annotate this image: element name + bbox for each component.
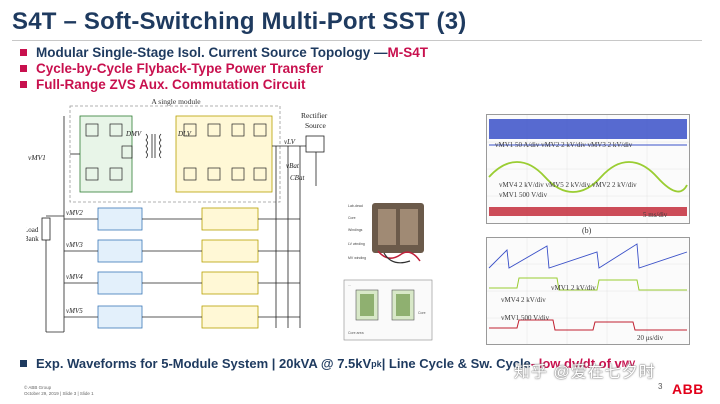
bottom-bullet-tail-sub: MV <box>621 358 636 369</box>
footer-line-2: October 29, 2019 | Slide 3 | Slide 1 <box>24 391 94 396</box>
single-module-box <box>69 105 281 203</box>
waveform-line-cycle: vMV1 50 A/div vMV2 2 kV/div vMV3 2 kV/di… <box>486 114 690 224</box>
vmv3-label: vMV3 <box>66 241 83 249</box>
bottom-bullet-sub: pk <box>371 358 382 369</box>
bottom-bullet: Exp. Waveforms for 5-Module System | 20k… <box>20 356 635 371</box>
watermark-text: 知乎 @爱在七夕时 <box>514 364 656 381</box>
bullet-square-icon <box>20 48 27 56</box>
bullet-text: Full-Range ZVS Aux. Commutation Circuit <box>36 76 306 92</box>
bullet-accent: M-S4T <box>387 44 429 60</box>
waveform-switching-cycle-plot <box>487 238 689 344</box>
bullet-list: Modular Single-Stage Isol. Current Sourc… <box>20 44 428 92</box>
load-bank-label-2: Bank <box>26 235 39 243</box>
bullet-item-topology: Modular Single-Stage Isol. Current Sourc… <box>20 44 428 60</box>
wave-bottom-label-3: vMV1 500 V/div <box>501 314 550 322</box>
transformer-icon <box>145 133 162 159</box>
waveform-switching-cycle: vMV1 2 kV/div vMV4 2 kV/div vMV1 500 V/d… <box>486 237 690 345</box>
photo-label-2: Core <box>348 216 356 220</box>
wave-caption-b: (b) <box>582 226 592 235</box>
photo-label-1: Lab-dead <box>348 204 363 208</box>
wave-top-label-2: vMV4 2 kV/div vMV5 2 kV/div vMV2 2 kV/di… <box>499 181 637 189</box>
module-4 <box>64 271 300 295</box>
title-divider <box>12 40 702 41</box>
module-3 <box>64 239 300 263</box>
vmv1-label: vMV1 <box>28 153 46 162</box>
photo-label-3: Windings <box>348 228 363 232</box>
vmv4-label: vMV4 <box>66 273 83 281</box>
bottom-bullet-tail: - low dv/dt of v <box>530 356 622 371</box>
circuit-schematic: A single module DMV DLV vLV vBat CBat Re… <box>26 97 328 333</box>
dmv-label: DMV <box>125 130 142 138</box>
photo-label-5: MV winding <box>348 256 366 260</box>
wave-bottom-label-1: vMV1 2 kV/div <box>551 284 596 292</box>
wave-top-timescale: 5 ms/div <box>643 211 668 219</box>
vmv2-label: vMV2 <box>66 209 83 217</box>
wave-top-label-1: vMV1 50 A/div vMV2 2 kV/div vMV3 2 kV/di… <box>495 141 633 149</box>
transformer-photo: Lab-dead Core Windings LV winding MV win… <box>348 203 424 264</box>
rectifier-label: Rectifier <box>301 111 328 120</box>
page-number: 3 <box>658 382 663 391</box>
section-label-2: Core area <box>348 331 364 335</box>
bullet-square-icon <box>20 360 27 367</box>
slide-title: S4T – Soft-Switching Multi-Port SST (3) <box>12 8 467 35</box>
footer-line-1: © ABB Group <box>24 385 52 390</box>
section-label-3: Core <box>418 311 426 315</box>
bullet-item-flyback: Cycle-by-Cycle Flyback-Type Power Transf… <box>20 60 428 76</box>
bullet-square-icon <box>20 80 27 88</box>
vbat-label: vBat <box>286 162 300 170</box>
rectifier-icon <box>305 135 325 153</box>
footer: © ABB Group October 29, 2019 | Slide 3 |… <box>24 385 94 397</box>
section-label-1: ... <box>348 283 351 287</box>
waveform-line-cycle-plot <box>487 115 689 223</box>
wave-top-label-3: vMV1 500 V/div <box>499 191 548 199</box>
bottom-bullet-rest: | Line Cycle & Sw. Cycle <box>381 356 531 371</box>
load-bank-label: Load <box>26 226 39 234</box>
bottom-bullet-main: Exp. Waveforms for 5-Module System | 20k… <box>36 356 372 371</box>
cbat-label: CBat <box>290 174 305 182</box>
module-2 <box>64 207 300 231</box>
bullet-square-icon <box>20 64 27 72</box>
abb-logo: ABB <box>672 381 704 397</box>
vlv-label: vLV <box>284 138 296 146</box>
vmv5-label: vMV5 <box>66 307 83 315</box>
source-label: Source <box>305 121 326 130</box>
wave-bottom-timescale: 20 μs/div <box>637 334 664 342</box>
bullet-text: Modular Single-Stage Isol. Current Sourc… <box>36 44 388 60</box>
bullet-item-zvs: Full-Range ZVS Aux. Commutation Circuit <box>20 76 428 92</box>
transformer-cross-section: ... Core area Core <box>343 279 433 341</box>
module-label: A single module <box>151 97 201 106</box>
photo-label-4: LV winding <box>348 242 365 246</box>
lv-bridge-block <box>175 115 273 193</box>
dlv-label: DLV <box>177 130 192 138</box>
module-5 <box>64 305 300 329</box>
bullet-text: Cycle-by-Cycle Flyback-Type Power Transf… <box>36 60 324 76</box>
mv-bridge-block <box>79 115 133 193</box>
wave-bottom-label-2: vMV4 2 kV/div <box>501 296 546 304</box>
